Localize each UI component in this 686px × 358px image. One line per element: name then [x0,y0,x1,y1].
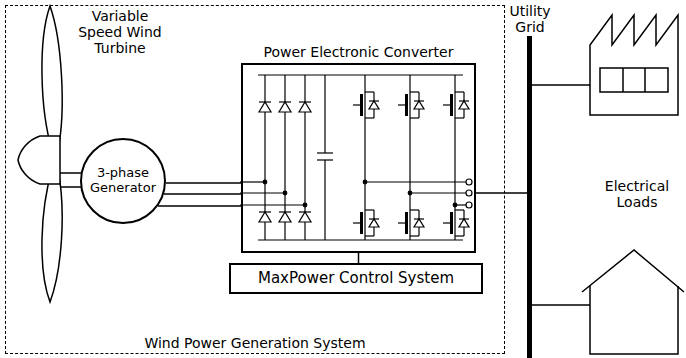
line-stroke [259,211,271,212]
wind-turbine [18,6,88,302]
line-stroke [258,239,463,240]
circle-stroke [283,191,287,195]
line-stroke [455,117,464,118]
line-stroke [410,91,419,92]
caption-label: Utility Grid [500,3,560,35]
control-box: MaxPower Control System [229,263,483,294]
circle-stroke [303,203,307,207]
wire-line [158,205,241,207]
grid-bus [527,36,532,358]
line-stroke [365,209,374,210]
line-stroke [299,211,311,212]
node-text: Wind Power Generation System [6,335,504,351]
polygon-stroke [279,102,291,112]
line-stroke [410,192,466,193]
rect-stroke [360,212,363,234]
line-stroke [259,101,271,102]
line-stroke [455,209,464,210]
converter-circuit [240,75,472,240]
line-stroke [353,222,360,223]
polygon-stroke [369,101,379,109]
polygon-stroke [279,212,291,222]
circle-stroke [363,180,367,184]
node-text: Power Electronic Converter [223,44,494,60]
line-stroke [299,101,311,102]
line-stroke [369,218,379,219]
load-feeder [532,304,590,306]
line-stroke [398,104,405,105]
line-stroke [369,100,379,101]
line-stroke [398,222,405,223]
circle-stroke [466,202,472,208]
node-text: 3-phase Generator [82,166,164,196]
line-stroke [455,91,464,92]
line-stroke [454,75,455,240]
node-text: MaxPower Control System [258,270,454,287]
line-stroke [365,91,374,92]
line-stroke [365,117,374,118]
polygon-stroke [459,219,469,227]
polygon-stroke [299,212,311,222]
line-stroke [240,192,285,193]
line-stroke [324,75,325,153]
rect-stroke [405,212,408,234]
circle-stroke [408,191,412,195]
load-feeder [532,84,590,86]
line-stroke [353,104,360,105]
line-stroke [365,181,466,182]
rect-stroke [450,212,453,234]
circle-stroke [466,190,472,196]
line-stroke [459,218,469,219]
system-boundary: Wind Power Generation System 3-phase Gene… [5,5,505,354]
line-stroke [443,104,450,105]
line-stroke [317,152,333,153]
line-stroke [443,222,450,223]
polygon-stroke [414,101,424,109]
polygon-stroke [259,212,271,222]
line-stroke [410,209,419,210]
circle-stroke [466,179,472,185]
line-stroke [455,235,464,236]
line-stroke [414,100,424,101]
line-stroke [459,100,469,101]
rect-stroke [360,94,363,116]
grid-feeder [475,192,527,194]
wire-line [166,182,241,184]
line-stroke [365,235,374,236]
line-stroke [240,181,265,182]
line-stroke [409,75,410,240]
polygon-stroke [299,102,311,112]
generator-circle: 3-phase Generator [80,138,166,224]
polygon-stroke [414,219,424,227]
house-icon [582,250,684,354]
line-stroke [258,74,463,75]
converter-box: Power Electronic Converter [241,63,476,253]
factory-icon [590,15,678,115]
circle-stroke [453,203,457,207]
line-stroke [240,204,305,205]
caption-label: Electrical Loads [590,178,684,210]
polygon-stroke [459,101,469,109]
polygon-stroke [369,219,379,227]
line-stroke [279,101,291,102]
rect-stroke [450,94,453,116]
caption-label: Variable Speed Wind Turbine [78,8,162,56]
wire-line [164,193,241,195]
wire-connector [158,183,241,206]
rect-stroke [405,94,408,116]
line-stroke [279,211,291,212]
line-stroke [410,235,419,236]
line-stroke [364,75,365,240]
circle-stroke [263,180,267,184]
polygon-stroke [259,102,271,112]
line-stroke [414,218,424,219]
wire-connector [358,253,360,263]
wire-line [358,253,360,263]
line-stroke [410,117,419,118]
line-stroke [324,160,325,240]
